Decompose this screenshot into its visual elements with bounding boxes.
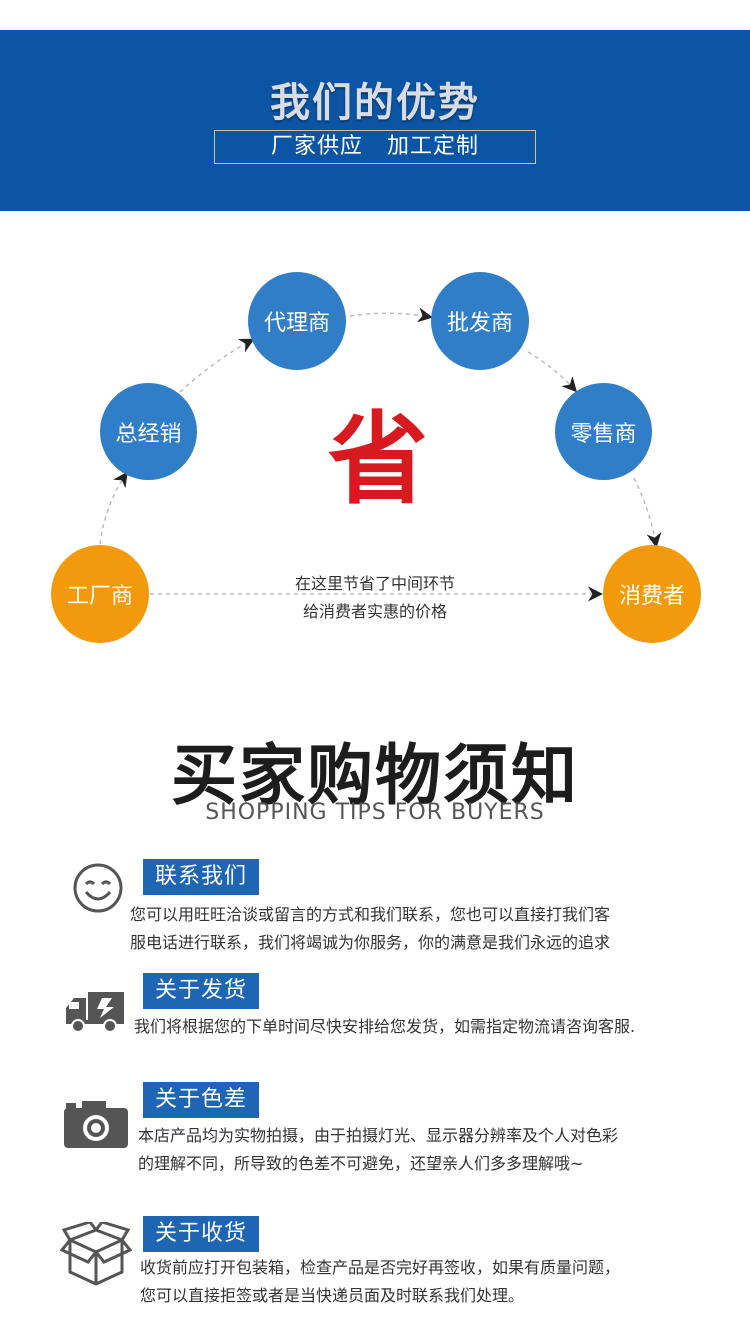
- hero-title: 我们的优势: [270, 80, 480, 126]
- node-wholesaler: 批发商: [431, 272, 529, 370]
- camera-icon: [64, 1101, 128, 1148]
- tip-text-contact-line1: 您可以用旺旺洽谈或留言的方式和我们联系，您也可以直接打我们客: [130, 905, 611, 924]
- flow-note-line2: 给消费者实惠的价格: [302, 602, 447, 621]
- arrow-wholesaler-retailer: [527, 351, 578, 393]
- tip-text-shipping-line1: 我们将根据您的下单时间尽快安排给您发货，如需指定物流请咨询客服.: [134, 1017, 636, 1036]
- tip-text-receiving-line1: 收货前应打开包装箱，检查产品是否完好再签收，如果有质量问题，: [140, 1258, 621, 1277]
- tip-text-receiving-line2: 您可以直接拒签或者是当快递员面及时联系我们处理。: [140, 1286, 525, 1305]
- arrow-agent-wholesaler: [349, 307, 433, 323]
- tips-subtitle: SHOPPING TIPS FOR BUYERS: [205, 800, 545, 825]
- flow-note-line1: 在这里节省了中间环节: [294, 574, 455, 593]
- flow-arrows: [99, 307, 662, 602]
- save-character: 省: [328, 401, 428, 518]
- tip-heading-contact: 联系我们: [143, 859, 260, 895]
- node-consumer: 消费者: [603, 545, 701, 643]
- tip-text-color-line2: 的理解不同，所导致的色差不可避免，还望亲人们多多理解哦~: [138, 1154, 584, 1173]
- node-agent: 代理商: [248, 272, 346, 370]
- tip-heading-receiving: 关于收货: [143, 1216, 260, 1252]
- tip-heading-color: 关于色差: [143, 1082, 260, 1118]
- smiley-icon: [73, 863, 123, 913]
- tip-text-color-line1: 本店产品均为实物拍摄，由于拍摄灯光、显示器分辨率及个人对色彩: [138, 1126, 619, 1145]
- hero-banner: 我们的优势 厂家供应 加工定制: [0, 30, 750, 211]
- box-icon: [60, 1222, 132, 1286]
- truck-icon: [66, 992, 124, 1033]
- arrow-distributor-agent: [179, 338, 255, 393]
- supply-chain-diagram: 工厂商 总经销 代理商 批发商 零售商 消费者 省 在这里节省了中间环节 给消费…: [0, 240, 750, 680]
- hero-subtitle: 厂家供应 加工定制: [214, 130, 536, 164]
- tip-heading-shipping: 关于发货: [143, 973, 260, 1009]
- arrow-retailer-consumer: [633, 477, 662, 548]
- node-retailer: 零售商: [555, 383, 652, 480]
- node-factory: 工厂商: [51, 545, 149, 643]
- tips-title: 买家购物须知: [171, 737, 579, 814]
- tip-text-contact-line2: 服电话进行联系，我们将竭诚为你服务，你的满意是我们永远的追求: [130, 933, 611, 952]
- node-distributor: 总经销: [100, 383, 197, 480]
- arrow-factory-distributor: [99, 471, 128, 545]
